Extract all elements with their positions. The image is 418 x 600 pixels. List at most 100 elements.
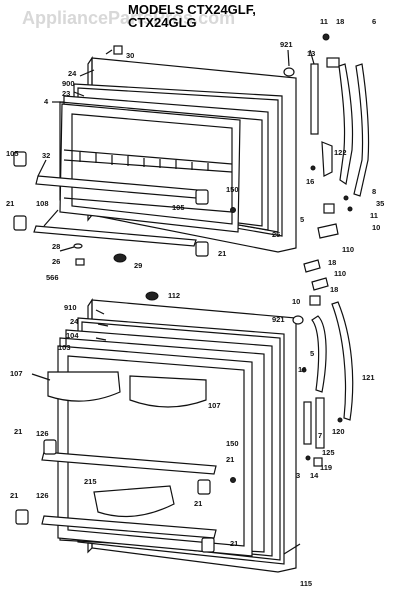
freezer-liner-frame [59, 101, 263, 227]
label-150-b: 150 [226, 439, 239, 448]
label-910: 910 [64, 303, 77, 312]
label-5-b: 5 [310, 349, 314, 358]
label-110: 110 [342, 245, 354, 254]
label-900: 900 [62, 79, 75, 88]
label-115: 115 [300, 579, 312, 588]
bracket-21-right-lower [201, 537, 215, 553]
part-18-mid [303, 259, 321, 273]
leader-lines [31, 49, 315, 555]
crisper-215 [93, 485, 175, 518]
label-21: 21 [6, 199, 14, 208]
label-25: 25 [272, 230, 280, 239]
part-16 [310, 165, 316, 171]
label-14: 14 [310, 471, 319, 480]
freezer-door-assembly [13, 45, 297, 266]
label-921-b: 921 [272, 315, 285, 324]
label-29: 29 [134, 261, 142, 270]
label-21-d: 21 [226, 455, 234, 464]
label-32: 32 [42, 151, 50, 160]
label-3: 3 [296, 471, 300, 480]
label-11-b: 11 [370, 211, 378, 220]
label-105-b: 105 [172, 203, 185, 212]
part-18-lower [311, 277, 329, 291]
label-11: 11 [320, 17, 328, 26]
part-110-upper [317, 223, 339, 239]
label-104: 104 [66, 331, 79, 340]
label-921: 921 [280, 40, 293, 49]
bracket-105-left [13, 151, 27, 167]
label-23: 23 [62, 89, 70, 98]
part-35-strip [353, 63, 370, 197]
part-29 [113, 253, 127, 263]
label-122: 122 [334, 148, 347, 157]
label-110-b: 110 [334, 269, 346, 278]
part-3 [303, 401, 312, 445]
label-5: 5 [300, 215, 304, 224]
part-14 [305, 455, 311, 461]
lower-hinge-parts [292, 295, 354, 467]
fresh-food-liner-inner-edge [67, 355, 245, 547]
label-10: 10 [372, 223, 380, 232]
bracket-21-right [195, 241, 209, 257]
label-21-b: 21 [218, 249, 226, 258]
label-121: 121 [362, 373, 375, 382]
freezer-liner-inner-edge [71, 113, 233, 225]
bracket-21-left-upper [43, 439, 57, 455]
label-21-c: 21 [14, 427, 22, 436]
part-121-strip [331, 301, 354, 421]
shelf-bar-126-upper [41, 451, 217, 475]
label-215: 215 [84, 477, 97, 486]
label-7: 7 [318, 431, 322, 440]
part-10-upper [323, 203, 335, 214]
label-30: 30 [126, 51, 134, 60]
part-122 [321, 141, 333, 177]
label-4: 4 [44, 97, 49, 106]
title-line-2: CTX24GLG [128, 15, 197, 30]
bracket-21-left-lower [15, 509, 29, 525]
label-126-b: 126 [36, 491, 49, 500]
freezer-shelf-grille [79, 152, 209, 171]
label-28: 28 [52, 242, 60, 251]
label-21-g: 21 [230, 539, 238, 548]
label-26: 26 [52, 257, 60, 266]
bracket-105-right [195, 189, 209, 205]
label-10-b: 10 [292, 297, 300, 306]
part-16-lower [301, 367, 307, 373]
part-125 [315, 397, 325, 449]
part-11 [322, 33, 330, 41]
label-150: 150 [226, 185, 239, 194]
label-13: 13 [307, 49, 315, 58]
label-108: 108 [36, 199, 49, 208]
title-line-1: MODELS CTX24GLF, [128, 2, 256, 17]
label-16: 16 [306, 177, 314, 186]
part-119 [313, 457, 323, 467]
part-30 [113, 45, 123, 55]
label-126: 126 [36, 429, 49, 438]
label-107-b: 107 [208, 401, 221, 410]
label-6: 6 [372, 17, 376, 26]
label-112: 112 [168, 291, 180, 300]
part-6-strip [338, 63, 354, 186]
label-566: 566 [46, 273, 59, 282]
label-18-b: 18 [328, 258, 336, 267]
bracket-21-left [13, 215, 27, 231]
label-125: 125 [322, 448, 335, 457]
freezer-shelf-line-1 [63, 149, 233, 165]
freezer-shelf-bar-108 [33, 225, 197, 247]
bin-107-right [129, 375, 207, 408]
freezer-shelf-line-2 [63, 159, 233, 173]
label-103: 103 [58, 343, 71, 352]
part-8 [343, 195, 349, 201]
label-105: 105 [6, 149, 19, 158]
part-10-lower [309, 295, 321, 306]
fresh-food-door-assembly [15, 291, 297, 573]
label-107: 107 [10, 369, 23, 378]
screw-150 [230, 207, 236, 213]
part-120 [337, 417, 343, 423]
part-11-lower [347, 206, 353, 212]
upper-hinge-parts [283, 33, 370, 291]
screw-150-lower [230, 477, 236, 483]
part-26 [75, 258, 85, 266]
